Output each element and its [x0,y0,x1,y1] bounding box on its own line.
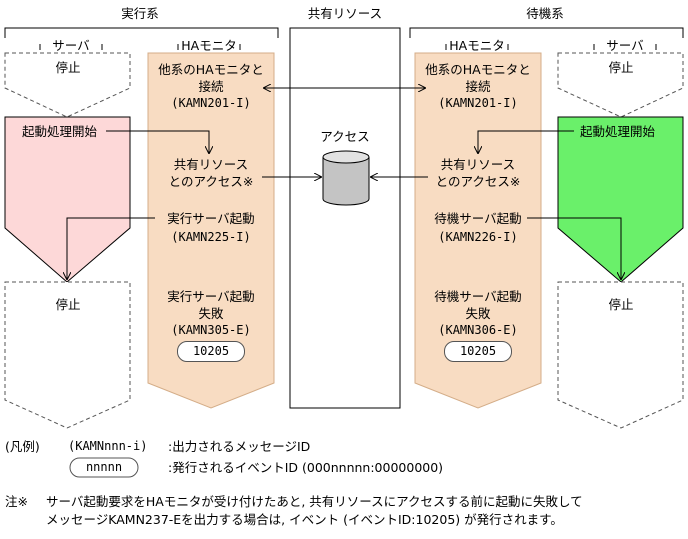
column-server-left: サーバ [52,38,90,53]
right-server-stop-top: 停止 [608,60,634,75]
legend-event-pill [69,457,139,478]
left-event-badge: 10205 [177,341,245,362]
left-ha-connect-line2: 接続 [198,79,224,94]
right-ha-connect-id: (KAMN201-I) [438,96,518,110]
left-ha-fail-id: (KAMN305-E) [171,323,251,337]
left-ha-start-id: (KAMN225-I) [171,230,251,244]
right-ha-connect-line1: 他系のHAモニタと [425,62,531,77]
right-ha-start-id: (KAMN226-I) [438,230,518,244]
left-ha-fail-line2: 失敗 [198,306,224,321]
right-ha-start-label: 待機サーバ起動 [434,211,522,226]
storage-cylinder-icon [322,150,370,206]
legend-event-sample: nnnnn [85,460,123,474]
left-server-start-label: 起動処理開始 [22,124,98,139]
right-ha-access-line2: とのアクセス※ [435,174,521,189]
legend-message-desc: :出力されるメッセージID [168,439,311,454]
left-ha-connect-id: (KAMN201-I) [171,96,251,110]
left-server-stop-top: 停止 [55,60,81,75]
right-ha-connect-line2: 接続 [465,79,491,94]
note-line2: メッセージKAMN237-Eを出力する場合は, イベント (イベントID:102… [46,512,563,527]
bracket-standby [409,27,684,38]
legend-event-desc: :発行されるイベントID (000nnnnn:00000000) [168,460,444,475]
right-server-stopped-top [557,52,684,118]
ha-monitor-left-shape [147,52,275,409]
right-ha-access-line1: 共有リソース [440,157,516,172]
left-fail-arrow [67,217,155,279]
right-ha-fail-id: (KAMN306-E) [438,323,518,337]
left-server-stopped-top [4,52,131,118]
column-ha-right: HAモニタ [449,38,505,53]
shared-access-label: アクセス [320,129,370,144]
note-mark: 注※ [5,494,28,509]
note-line1: サーバ起動要求をHAモニタが受け付けたあと, 共有リソースにアクセスする前に起動… [46,494,583,509]
shared-resource-box [289,27,401,409]
right-server-start-label: 起動処理開始 [580,124,656,139]
legend-title: (凡例) [5,439,40,454]
right-start-arrow [478,130,574,153]
right-ha-fail-line2: 失敗 [465,306,491,321]
left-server-stop-bottom: 停止 [55,297,81,312]
column-server-right: サーバ [606,38,644,53]
right-event-badge: 10205 [444,341,512,362]
group-standby-label: 待機系 [526,6,564,21]
left-server-running [4,116,131,283]
group-executing-label: 実行系 [121,6,159,21]
right-server-running [557,116,684,283]
left-server-stopped-bottom [4,281,131,429]
left-ha-fail-line1: 実行サーバ起動 [167,289,255,304]
legend-message-sample: (KAMNnnn-i) [68,439,148,453]
left-start-arrow [106,130,209,153]
left-ha-start-label: 実行サーバ起動 [167,211,255,226]
left-ha-access-line2: とのアクセス※ [168,174,254,189]
right-server-stop-bottom: 停止 [608,297,634,312]
left-ha-access-line1: 共有リソース [173,157,249,172]
bracket-executing [4,27,279,38]
left-ha-connect-line1: 他系のHAモニタと [158,62,264,77]
right-server-stopped-bottom [557,281,684,429]
right-ha-fail-line1: 待機サーバ起動 [434,289,522,304]
right-fail-arrow [527,217,621,279]
group-shared-label: 共有リソース [307,6,383,21]
column-ha-left: HAモニタ [181,38,237,53]
ha-monitor-right-shape [414,52,542,409]
